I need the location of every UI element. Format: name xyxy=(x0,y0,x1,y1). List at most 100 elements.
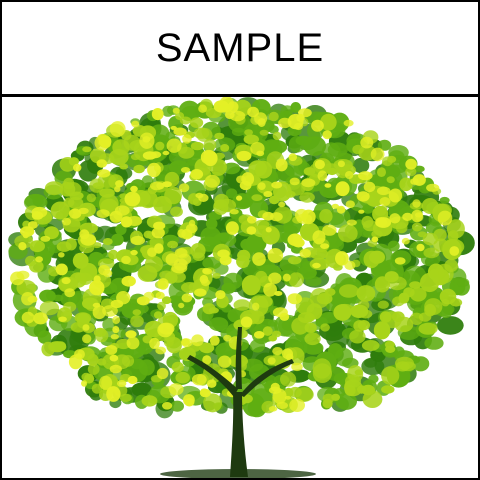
leaf-cluster xyxy=(322,224,337,236)
leaf-cluster xyxy=(381,366,400,385)
leaf-cluster xyxy=(293,122,303,131)
leaf-cluster xyxy=(361,340,380,351)
leaf-cluster xyxy=(349,329,366,344)
leaf-cluster xyxy=(89,280,105,296)
leaf-cluster xyxy=(377,167,386,177)
leaf-cluster xyxy=(102,238,113,246)
leaf-cluster xyxy=(401,237,410,245)
leaf-cluster xyxy=(375,217,388,228)
leaf-cluster xyxy=(133,164,145,174)
leaf-cluster xyxy=(91,383,103,394)
leaf-cluster xyxy=(317,170,328,181)
leaf-cluster xyxy=(374,276,390,293)
leaf-cluster xyxy=(196,127,213,142)
leaf-cluster xyxy=(56,241,72,252)
leaf-cluster xyxy=(220,144,230,152)
leaf-cluster xyxy=(149,337,160,350)
leaf-cluster xyxy=(405,167,417,177)
leaf-cluster xyxy=(112,326,120,334)
leaf-cluster xyxy=(371,236,379,243)
leaf-cluster xyxy=(292,238,305,248)
leaf-cluster xyxy=(130,235,145,246)
leaf-cluster xyxy=(127,375,138,385)
leaf-cluster xyxy=(335,392,358,410)
leaf-cluster xyxy=(291,362,303,372)
leaf-cluster xyxy=(388,145,409,160)
leaf-cluster xyxy=(240,316,253,328)
leaf-cluster xyxy=(55,263,68,276)
leaf-cluster xyxy=(377,300,389,309)
leaf-cluster xyxy=(343,119,354,127)
leaf-cluster xyxy=(155,346,167,355)
leaf-cluster xyxy=(274,291,283,296)
leaf-cluster xyxy=(358,209,365,214)
leaf-cluster xyxy=(399,177,413,192)
leaf-cluster xyxy=(381,385,395,394)
leaf-cluster xyxy=(331,393,340,401)
leaf-cluster xyxy=(130,315,144,328)
leaf-cluster xyxy=(130,185,138,193)
leaf-cluster xyxy=(102,305,118,317)
leaf-cluster xyxy=(190,117,204,128)
leaf-cluster xyxy=(105,345,118,355)
leaf-cluster xyxy=(167,240,179,249)
leaf-cluster xyxy=(328,207,351,228)
leaf-cluster xyxy=(282,273,291,282)
leaf-cluster xyxy=(288,272,304,288)
leaf-cluster xyxy=(280,105,294,115)
leaf-cluster xyxy=(178,302,185,309)
leaf-cluster xyxy=(10,271,25,286)
branch-center xyxy=(235,327,242,389)
leaf-cluster xyxy=(37,330,52,344)
leaf-cluster xyxy=(385,345,396,353)
leaf-cluster xyxy=(143,230,153,239)
leaf-cluster xyxy=(142,136,151,143)
leaf-cluster xyxy=(219,255,232,266)
leaf-cluster xyxy=(361,215,374,228)
leaf-cluster xyxy=(411,222,423,232)
tree-trunk xyxy=(160,327,316,478)
leaf-cluster xyxy=(121,275,136,287)
leaf-cluster xyxy=(175,371,190,384)
leaf-cluster xyxy=(194,288,207,297)
leaf-cluster xyxy=(248,160,267,177)
leaf-cluster xyxy=(82,334,92,344)
leaf-cluster xyxy=(416,243,425,252)
leaf-cluster xyxy=(374,205,387,217)
leaf-cluster xyxy=(78,160,99,182)
leaf-cluster xyxy=(213,262,229,275)
leaf-cluster xyxy=(115,180,124,188)
leaf-cluster xyxy=(173,127,187,136)
leaf-cluster xyxy=(388,188,403,203)
leaf-cluster xyxy=(199,342,215,354)
trunk-shape xyxy=(230,392,248,477)
leaf-cluster xyxy=(164,186,183,205)
leaf-cluster xyxy=(423,247,440,259)
leaf-cluster xyxy=(161,296,172,305)
leaf-cluster xyxy=(162,105,174,117)
leaf-cluster xyxy=(87,363,100,375)
leaf-cluster xyxy=(217,355,232,368)
leaf-cluster xyxy=(364,358,377,368)
leaf-cluster xyxy=(345,200,355,208)
leaf-cluster xyxy=(246,226,257,235)
leaf-cluster xyxy=(190,141,204,151)
leaf-cluster xyxy=(278,117,292,129)
branch-left xyxy=(187,355,238,397)
leaf-cluster xyxy=(320,113,337,131)
leaf-cluster xyxy=(265,227,272,233)
leaf-cluster xyxy=(335,303,354,316)
leaf-cluster xyxy=(162,402,173,410)
leaf-cluster xyxy=(151,227,165,239)
leaf-cluster xyxy=(262,326,273,336)
leaf-cluster xyxy=(110,334,119,340)
leaf-cluster xyxy=(243,134,259,145)
leaf-cluster xyxy=(92,305,107,320)
leaf-cluster xyxy=(268,406,278,412)
leaf-cluster xyxy=(268,125,279,134)
leaf-cluster xyxy=(39,300,60,316)
leaf-cluster xyxy=(312,262,321,269)
leaf-cluster xyxy=(156,367,169,380)
leaf-cluster xyxy=(68,208,82,219)
